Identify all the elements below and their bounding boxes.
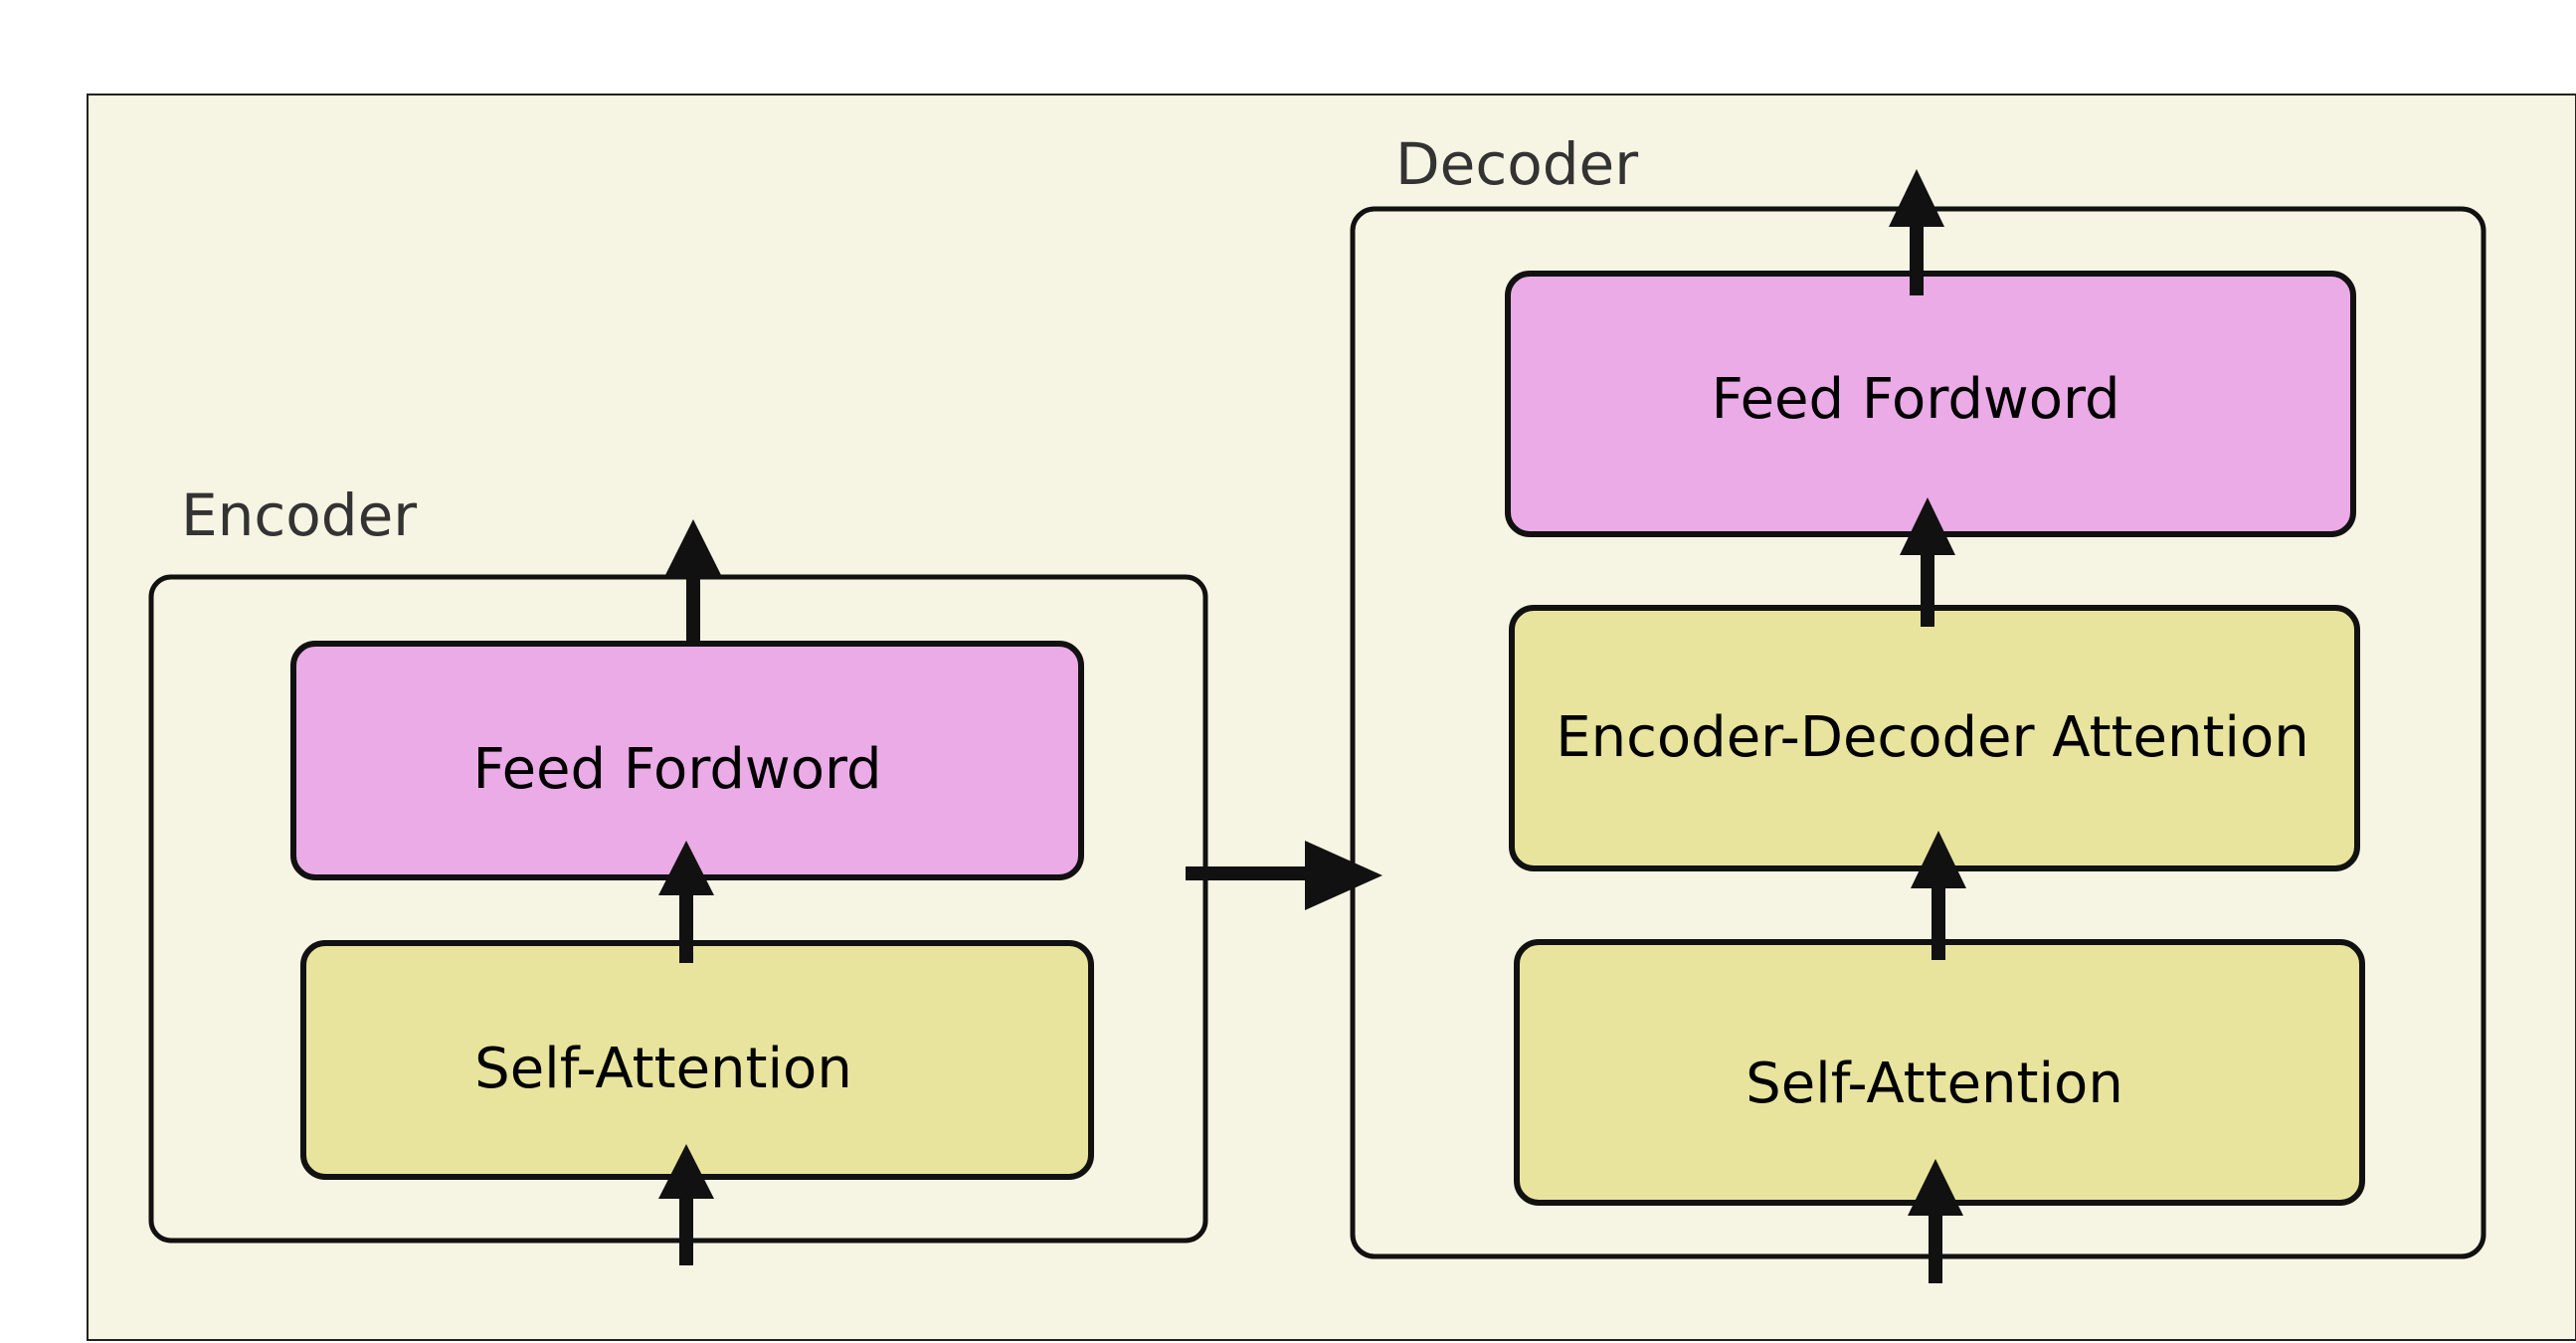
decoder-encoder-decoder-attention-label: Encoder-Decoder Attention (1556, 705, 2308, 770)
decoder-group: Decoder Feed Fordword Encoder-Decoder At… (1350, 130, 2486, 1283)
encoder-input-arrow (658, 1144, 714, 1265)
decoder-input-arrow (1908, 1159, 1963, 1283)
encoder-self-attention-label: Self-Attention (474, 1037, 852, 1101)
decoder-self-attention-label: Self-Attention (1746, 1052, 2123, 1116)
decoder-output-arrow (1889, 169, 1944, 295)
decoder-internal-arrow-lower (1911, 831, 1966, 960)
encoder-label: Encoder (181, 481, 417, 549)
decoder-label: Decoder (1395, 130, 1638, 198)
encoder-internal-arrow (658, 841, 714, 963)
encoder-to-decoder-arrow (1186, 841, 1382, 910)
decoder-internal-arrow-upper (1900, 497, 1955, 627)
encoder-group: Encoder Feed Fordword Self-Attention (148, 481, 1208, 1265)
encoder-container (148, 574, 1208, 1244)
encoder-output-arrow (665, 519, 721, 644)
encoder-feed-forward-label: Feed Fordword (472, 737, 881, 802)
decoder-feed-forward-label: Feed Fordword (1711, 367, 2119, 432)
